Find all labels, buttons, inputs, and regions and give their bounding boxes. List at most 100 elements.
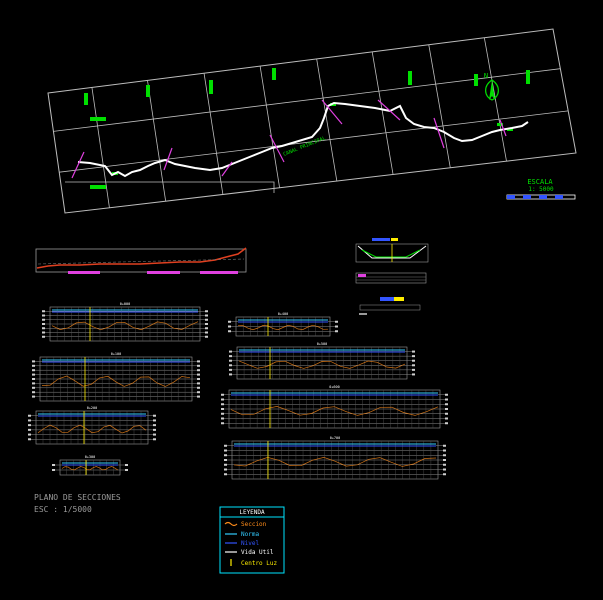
row-tag-right (445, 398, 448, 401)
row-tag-right (197, 373, 200, 376)
alignment-marker (497, 123, 503, 126)
grid-line-vertical (371, 51, 394, 175)
row-tag-left (221, 398, 224, 401)
plan-border (47, 28, 577, 214)
row-tag-left (42, 310, 45, 313)
row-tag-right (335, 320, 338, 323)
row-tag-right (153, 428, 156, 431)
row-tag-left (221, 422, 224, 425)
section-label: 0+200 (87, 406, 98, 410)
section-label: 0+100 (111, 352, 122, 356)
legend-title: LEYENDA (239, 509, 265, 516)
row-tag-left (42, 335, 45, 338)
row-tag-right (153, 424, 156, 427)
row-tag-left (229, 359, 232, 362)
row-tag-right (125, 469, 128, 471)
row-tag-left (32, 364, 35, 367)
row-tag-right (412, 359, 415, 362)
row-tag-right (205, 335, 208, 338)
seccion-line (237, 324, 329, 331)
row-tag-right (197, 369, 200, 372)
section-cut-lines (71, 99, 507, 179)
row-tag-left (228, 320, 231, 323)
cross-section-7: 0+700 (224, 436, 446, 480)
row-tag-right (443, 459, 446, 461)
row-tag-right (335, 330, 338, 333)
row-tag-left (221, 393, 224, 396)
row-tag-left (32, 395, 35, 398)
row-tag-right (445, 417, 448, 420)
row-tag-right (197, 382, 200, 385)
profile-line (36, 247, 247, 269)
grid-marker (526, 70, 530, 84)
row-tag-right (443, 463, 446, 466)
cross-section-1: 0+100 (32, 352, 200, 402)
row-tag-right (125, 464, 128, 466)
seccion-line (61, 466, 119, 471)
grid-line-vertical (316, 58, 338, 182)
scale-bar-block: ESCALA 1: 5000 (506, 178, 576, 200)
row-tag-left (28, 424, 31, 427)
row-tag-left (32, 373, 35, 376)
row-tag-right (412, 355, 415, 358)
legend-label-nivel: Nivel (241, 540, 259, 547)
row-tag-left (52, 464, 55, 466)
grid-marker (408, 71, 412, 85)
row-tag-left (224, 463, 227, 466)
row-tag-right (153, 433, 156, 436)
section-label: 0+500 (317, 342, 328, 346)
cross-section-5: 0+500 (229, 342, 415, 380)
row-tag-right (205, 310, 208, 313)
row-tag-left (28, 419, 31, 422)
row-tag-left (221, 412, 224, 415)
row-tag-left (32, 369, 35, 372)
row-tag-left (28, 433, 31, 436)
seccion-line (233, 457, 437, 467)
row-tag-left (42, 318, 45, 321)
legend: LEYENDA Seccion Norma Nivel Vida Util Ce… (219, 506, 285, 574)
row-tag-left (32, 360, 35, 363)
row-tag-right (205, 318, 208, 321)
row-tag-right (197, 391, 200, 394)
row-tag-right (445, 408, 448, 410)
grid-marker (90, 185, 106, 189)
row-tag-left (42, 327, 45, 330)
scale-value: 1: 5000 (528, 186, 554, 193)
row-tag-left (28, 438, 31, 441)
row-tag-left (228, 325, 231, 328)
row-tag-right (197, 386, 200, 389)
row-tag-left (42, 314, 45, 317)
row-tag-right (443, 468, 446, 471)
row-tag-right (412, 350, 415, 353)
row-tag-left (229, 368, 232, 371)
legend-swatch-seccion (224, 521, 238, 527)
row-tag-right (205, 323, 208, 325)
section-cut-line (269, 134, 285, 163)
row-tag-right (205, 314, 208, 317)
caption-title: PLANO DE SECCIONES (34, 493, 121, 502)
row-tag-left (224, 444, 227, 447)
grid-line-vertical (259, 66, 281, 188)
row-tag-right (197, 360, 200, 363)
grid-line-vertical (483, 37, 507, 162)
row-tag-left (224, 473, 227, 476)
row-tag-right (445, 422, 448, 425)
row-tag-right (412, 364, 415, 367)
row-tag-left (229, 373, 232, 376)
row-tag-right (443, 449, 446, 452)
row-tag-left (32, 382, 35, 385)
section-cut-line (321, 99, 343, 125)
section-label: 0+600 (329, 385, 340, 389)
section-label: 0+300 (85, 455, 96, 459)
row-tag-right (412, 368, 415, 371)
row-tag-right (153, 414, 156, 417)
legend-label-norma: Norma (241, 531, 259, 538)
seccion-line (238, 360, 406, 369)
section-cut-line (221, 161, 233, 177)
row-tag-right (443, 473, 446, 476)
row-tag-left (229, 364, 232, 367)
row-tag-right (153, 438, 156, 441)
row-tag-left (28, 428, 31, 431)
